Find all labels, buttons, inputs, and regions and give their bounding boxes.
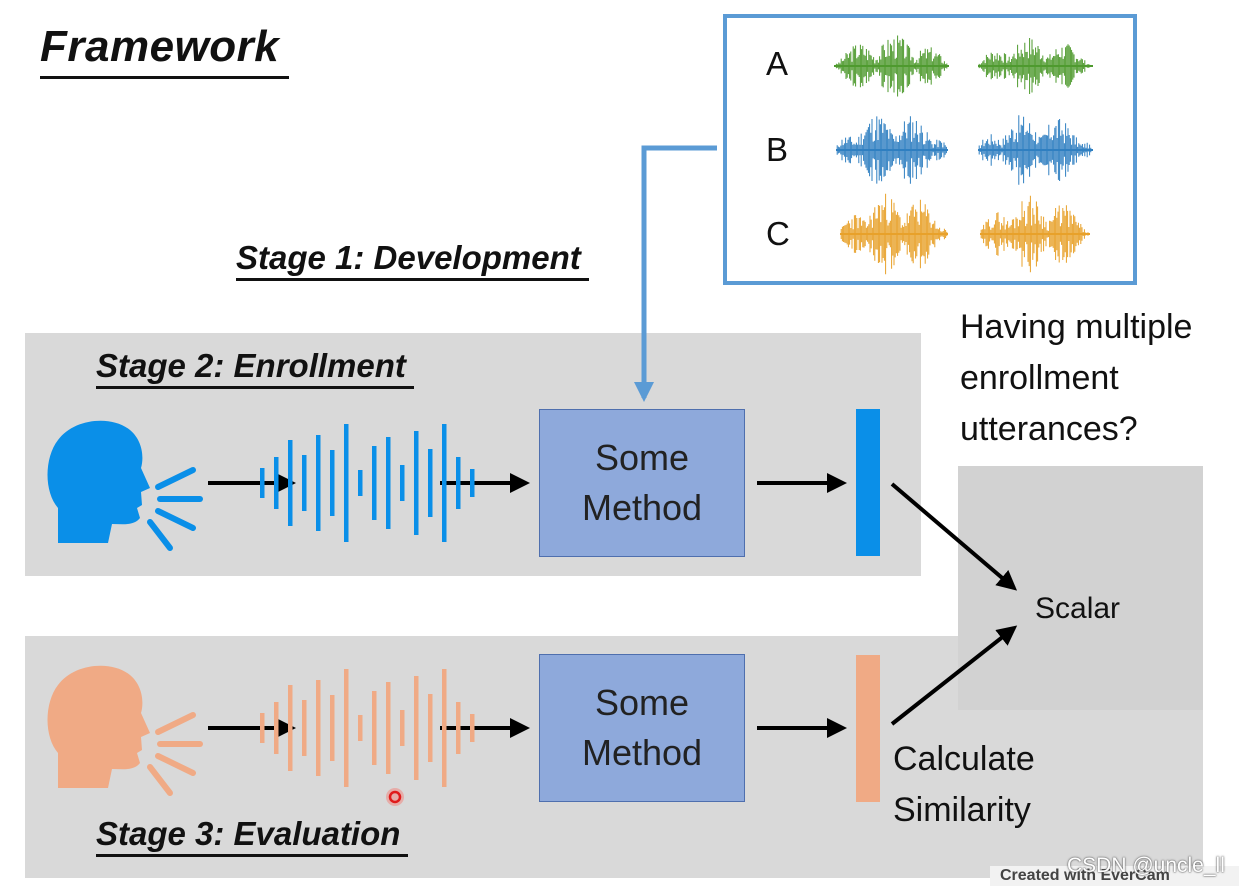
speaker-label-c: C — [766, 215, 790, 252]
method-line-1: Some — [594, 437, 690, 478]
stage-1-label: Stage 1: Development — [236, 238, 589, 281]
speaker-label-a: A — [766, 45, 789, 82]
question-line-3: utterances? — [960, 410, 1138, 448]
stage-2-label: Stage 2: Enrollment — [96, 346, 414, 389]
wave-bar — [274, 702, 279, 754]
wave-bar — [386, 437, 391, 529]
scalar-label: Scalar — [1035, 592, 1121, 625]
enrollment-panel — [25, 333, 921, 576]
evercam-watermark: Created with EverCam — [990, 866, 1239, 886]
wave-bar — [386, 682, 391, 774]
wave-bar — [470, 714, 475, 742]
similarity-text: Calculate Similarity — [893, 734, 1035, 836]
wave-bar — [260, 713, 265, 743]
wave-bar — [316, 680, 321, 776]
stage-3-label: Stage 3: Evaluation — [96, 814, 409, 857]
similarity-line-1: Calculate — [893, 740, 1035, 778]
wave-bar — [470, 469, 475, 497]
wave-bar — [456, 457, 461, 509]
speaker-waveforms — [834, 35, 1093, 275]
wave-bar — [302, 455, 307, 511]
wave-bar — [330, 450, 335, 516]
sound-wave-icon — [260, 424, 475, 542]
arrow-eval-to-scalar — [890, 625, 1018, 726]
development-connector-arrow — [634, 145, 717, 402]
evaluation-embedding-bar — [856, 655, 880, 802]
wave-bar — [358, 715, 363, 741]
wave-bar — [260, 468, 265, 498]
wave-bar — [400, 710, 405, 746]
wave-bar — [428, 694, 433, 762]
wave-bar — [442, 669, 447, 787]
pointer-dot-icon — [386, 788, 404, 806]
wave-bar — [456, 702, 461, 754]
method-line-1: Some — [594, 682, 690, 723]
similarity-line-2: Similarity — [893, 791, 1031, 829]
wave-bar — [414, 431, 419, 535]
wave-bar — [288, 685, 293, 771]
wave-bar — [344, 669, 349, 787]
wave-bar — [372, 691, 377, 765]
question-line-1: Having multiple — [960, 308, 1193, 346]
wave-bar — [358, 470, 363, 496]
method-box-enrollment: Some Method — [539, 409, 745, 557]
speaking-head-icon — [47, 665, 203, 796]
question-text: Having multiple enrollment utterances? — [960, 302, 1192, 455]
wave-bar — [442, 424, 447, 542]
method-line-2: Method — [581, 732, 703, 773]
wave-bar — [344, 424, 349, 542]
method-box-evaluation: Some Method — [539, 654, 745, 802]
wave-bar — [316, 435, 321, 531]
speaking-head-icon — [47, 420, 203, 551]
question-line-2: enrollment — [960, 359, 1119, 397]
wave-bar — [274, 457, 279, 509]
arrow-enroll-to-scalar — [890, 482, 1018, 591]
wave-bar — [400, 465, 405, 501]
wave-bar — [302, 700, 307, 756]
sound-wave-icon — [260, 669, 475, 787]
wave-bar — [330, 695, 335, 761]
wave-bar — [288, 440, 293, 526]
wave-bar — [414, 676, 419, 780]
speaker-label-b: B — [766, 131, 789, 168]
csdn-watermark: CSDN @uncle_ll — [1067, 854, 1225, 877]
wave-bar — [428, 449, 433, 517]
method-line-2: Method — [581, 487, 703, 528]
page-title: Framework — [40, 22, 290, 79]
wave-bar — [372, 446, 377, 520]
enrollment-embedding-bar — [856, 409, 880, 556]
